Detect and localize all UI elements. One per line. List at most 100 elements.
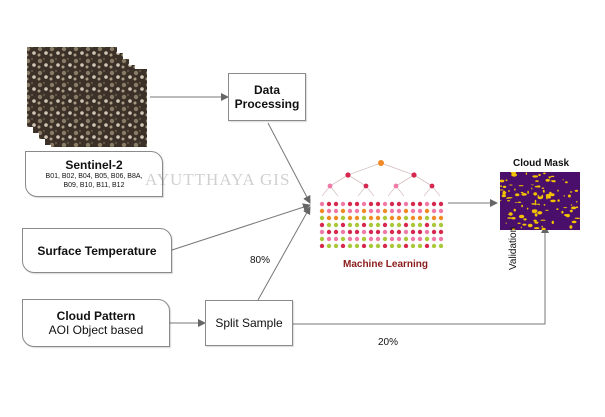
ml-node (410, 222, 416, 228)
ml-node (333, 236, 339, 242)
ml-node (375, 222, 381, 228)
cloud-speck (569, 191, 573, 193)
ml-node (354, 208, 360, 214)
cloud-speck (569, 209, 573, 213)
ml-node (340, 201, 346, 207)
cloud-speck (549, 191, 552, 196)
cloud-speck (550, 180, 555, 182)
cloud-mask-image (500, 172, 580, 230)
ml-node (326, 229, 332, 235)
cloud-speck (534, 227, 540, 230)
ml-node (403, 222, 409, 228)
ml-node (382, 229, 388, 235)
ml-node (396, 229, 402, 235)
ml-node (417, 229, 423, 235)
cloud-speck (546, 195, 548, 200)
cloud-speck (571, 206, 577, 210)
cloud-speck (533, 203, 540, 205)
ml-node (333, 229, 339, 235)
ml-node (410, 236, 416, 242)
ml-node (361, 243, 367, 248)
cloud-speck (527, 223, 533, 228)
cloud-speck (547, 195, 551, 199)
cloud-speck (565, 181, 568, 184)
ml-node (368, 222, 374, 228)
cloud-speck (541, 225, 543, 228)
cloud-speck (521, 193, 527, 196)
cloud-speck (526, 207, 529, 210)
ml-node (417, 222, 423, 228)
cloud-pattern-subtitle: AOI Object based (48, 323, 144, 337)
ml-node (368, 215, 374, 221)
arrow-split-to-ml (257, 206, 311, 301)
ml-node (361, 201, 367, 207)
machine-learning-label: Machine Learning (343, 259, 429, 270)
cloud-speck (542, 189, 545, 193)
ml-node (403, 215, 409, 221)
ml-node (431, 236, 437, 242)
ml-node (347, 243, 353, 248)
ml-node (326, 215, 332, 221)
ml-node (417, 201, 423, 207)
cloud-speck (548, 177, 551, 179)
cloud-speck (505, 197, 511, 199)
ml-node (396, 215, 402, 221)
cloud-speck (543, 172, 546, 175)
ml-node (438, 236, 444, 242)
cloud-speck (534, 221, 538, 223)
ml-node (375, 236, 381, 242)
cloud-speck (511, 173, 517, 177)
ml-node (333, 243, 339, 248)
cloud-speck (535, 180, 539, 182)
ml-node (424, 201, 430, 207)
cloud-speck (550, 199, 556, 203)
sentinel-bands-line1: B01, B02, B04, B05, B06, B8A, (45, 173, 143, 180)
cloud-speck (557, 189, 559, 192)
ml-node (424, 215, 430, 221)
ml-node (319, 229, 325, 235)
ml-node (375, 201, 381, 207)
cloud-speck (575, 206, 579, 209)
cloud-speck (522, 223, 527, 226)
ml-node (396, 201, 402, 207)
cloud-speck (541, 187, 545, 189)
cloud-speck (518, 185, 524, 187)
ml-node (354, 243, 360, 248)
cloud-speck (570, 204, 573, 206)
ml-node (326, 243, 332, 248)
ml-node (354, 222, 360, 228)
cloud-speck (514, 202, 518, 203)
cloud-speck (502, 190, 506, 195)
ml-node (424, 222, 430, 228)
cloud-speck (531, 212, 537, 214)
ml-node (354, 215, 360, 221)
cloud-speck (540, 219, 546, 221)
ml-node (431, 222, 437, 228)
ml-node (410, 208, 416, 214)
ml-node (347, 201, 353, 207)
ml-node (382, 243, 388, 248)
ml-node (410, 243, 416, 248)
ml-node (333, 201, 339, 207)
ml-node (333, 215, 339, 221)
cloud-speck (518, 214, 525, 219)
cloud-speck (534, 202, 536, 206)
ml-node (424, 208, 430, 214)
data-processing-box: Data Processing (228, 73, 306, 121)
cloud-speck (509, 184, 513, 186)
arrow-temperature-to-ml (171, 203, 311, 251)
sentinel-title: Sentinel-2 (65, 158, 123, 172)
cloud-speck (545, 178, 550, 182)
ml-node (340, 229, 346, 235)
cloud-speck (520, 226, 522, 229)
data-processing-line1: Data (253, 83, 280, 97)
ml-node (326, 201, 332, 207)
ml-node (375, 229, 381, 235)
ml-node (389, 222, 395, 228)
ml-node (424, 243, 430, 248)
cloud-speck (551, 220, 554, 224)
ml-node (417, 243, 423, 248)
ml-node (340, 222, 346, 228)
ml-node (361, 222, 367, 228)
